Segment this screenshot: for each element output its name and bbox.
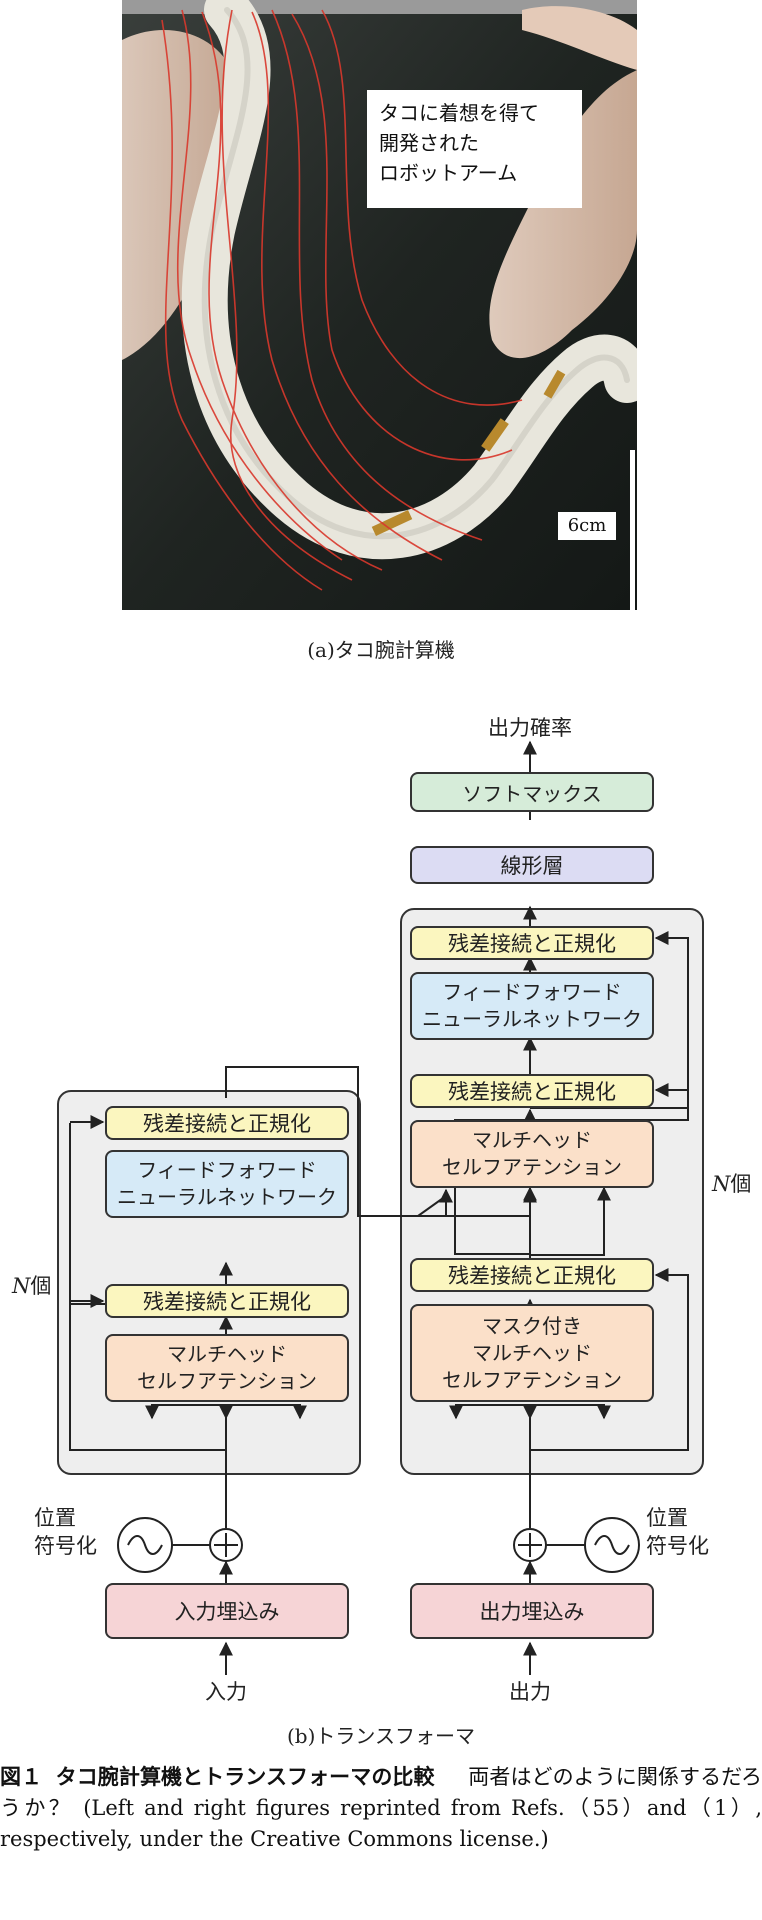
caption-b: (b)トランスフォーマ	[286, 1724, 475, 1748]
linear-layer-block: 線形層	[410, 846, 654, 884]
encoder-to-decoder-line	[225, 1066, 447, 1217]
decoder-ffn-block: フィードフォワード ニューラルネットワーク	[410, 972, 654, 1040]
decoder-add-norm-1: 残差接続と正規化	[410, 1258, 654, 1292]
decoder-positional-encoding-label: 位置 符号化	[646, 1506, 709, 1558]
decoder-add-norm-2: 残差接続と正規化	[410, 1074, 654, 1108]
encoder-residual-1	[69, 1294, 226, 1451]
figure-title: タコ腕計算機とトランスフォーマの比較	[55, 1765, 435, 1789]
figure-caption: 図１ タコ腕計算機とトランスフォーマの比較 両者はどのように関係するだろうか？ …	[0, 1762, 762, 1855]
transformer-diagram: 出力確率 ソフトマックス 線形層 残差接続と正規化 フィードフォワード ニューラ…	[0, 690, 762, 1710]
output-embedding-block: 出力埋込み	[410, 1583, 654, 1639]
figure-number: 図１	[0, 1765, 43, 1789]
decoder-cross-attention-block: マルチヘッド セルフアテンション	[410, 1120, 654, 1188]
output-label: 出力	[509, 1680, 551, 1704]
output-probability-label: 出力確率	[488, 716, 572, 740]
encoder-add-norm-1: 残差接続と正規化	[105, 1284, 349, 1318]
encoder-ffn-block: フィードフォワード ニューラルネットワーク	[105, 1150, 349, 1218]
diagram-connectors	[69, 740, 689, 1675]
scale-bar-label: 6cm	[558, 512, 616, 540]
encoder-positional-encoding-label: 位置 符号化	[34, 1506, 97, 1558]
input-label: 入力	[205, 1680, 247, 1704]
figure-caption-body: 両者はどのように関係するだろうか？ (Left and right figure…	[0, 1765, 762, 1851]
masked-attention-block: マスク付き マルチヘッド セルフアテンション	[410, 1304, 654, 1402]
encoder-repeat-label: N個	[12, 1274, 52, 1298]
decoder-add-norm-3: 残差接続と正規化	[410, 926, 654, 960]
encoder-attention-block: マルチヘッド セルフアテンション	[105, 1334, 349, 1402]
decoder-repeat-label: N個	[712, 1172, 752, 1196]
photo-annotation: タコに着想を得て 開発された ロボットアーム	[367, 90, 582, 208]
caption-a: (a)タコ腕計算機	[307, 638, 455, 662]
input-embedding-block: 入力埋込み	[105, 1583, 349, 1639]
encoder-add-norm-2: 残差接続と正規化	[105, 1106, 349, 1140]
softmax-block: ソフトマックス	[410, 772, 654, 812]
